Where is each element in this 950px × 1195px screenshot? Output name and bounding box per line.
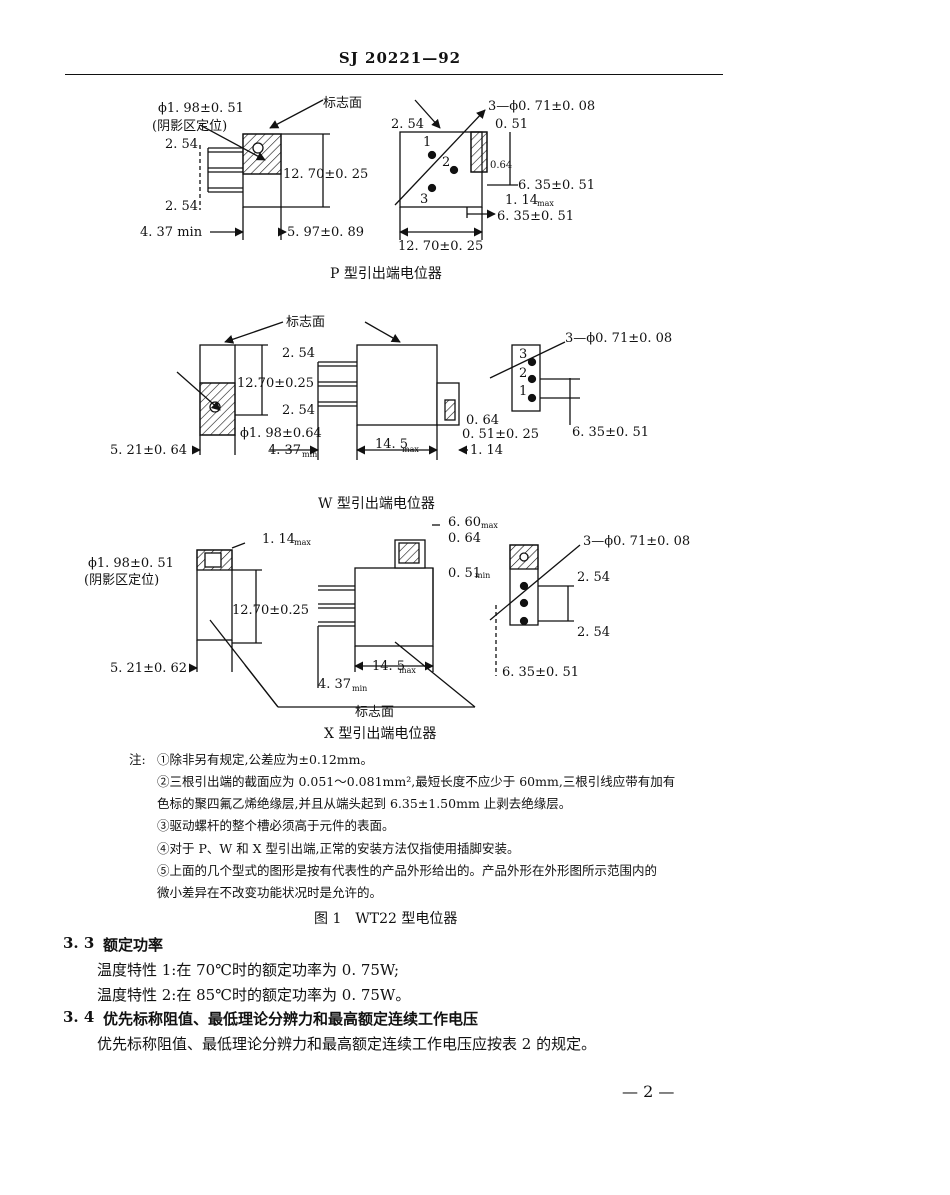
p-max-sub: max: [537, 199, 554, 208]
p-dim-1270b: 12. 70±0. 25: [398, 239, 483, 254]
note-line-5: ④对于 P、W 和 X 型引出端,正常的安装方法仅指使用插脚安装。: [157, 841, 520, 856]
w-dim-437: 4. 37: [268, 443, 301, 458]
x-dim-660: 6. 60: [448, 515, 481, 530]
p-type-title: P 型引出端电位器: [330, 266, 442, 282]
note-line-3: 色标的聚四氟乙烯绝缘层,并且从端头起到 6.35±1.50mm 止剥去绝缘层。: [157, 796, 572, 811]
wt22-outline-drawing: 标志面 ϕ1. 98±0. 51 (阴影区定位) 2. 54 2. 54 12.…: [84, 96, 690, 742]
x-type-drawing: [188, 524, 581, 708]
w-holes: 3—ϕ0. 71±0. 08: [565, 331, 672, 346]
p-dim-1270: 12. 70±0. 25: [283, 167, 368, 182]
p-dim-254-top: 2. 54: [165, 137, 198, 152]
w-dim-064: 0. 64: [466, 413, 499, 428]
x-phi-label: ϕ1. 98±0. 51: [88, 556, 174, 571]
note-line-4: ③驱动螺杆的整个槽必须高于元件的表面。: [157, 818, 395, 833]
p-dim-254-r: 2. 54: [391, 117, 424, 132]
p-dim-051: 0. 51: [495, 117, 528, 132]
w-dim-254-top: 2. 54: [282, 346, 315, 361]
w-phi-label: ϕ1. 98±0.64: [240, 426, 322, 441]
x-660-max-sub: max: [481, 521, 498, 530]
x-dim-1270: 12.70±0.25: [232, 603, 309, 618]
p-dim-597: 5. 97±0. 89: [287, 225, 364, 240]
note-line-7: 微小差异在不改变功能状况时是允许的。: [157, 885, 383, 900]
x-phi-note: (阴影区定位): [84, 573, 159, 588]
w-pin-2: 2: [519, 366, 527, 381]
p-dim-114: 1. 14: [505, 193, 538, 208]
p-phi-note: (阴影区定位): [152, 119, 227, 134]
w-type-labels: 标志面 2. 54 12.70±0.25 2. 54 ϕ1. 98±0.64 5…: [110, 315, 672, 512]
p-mark-face-label: 标志面: [323, 96, 362, 111]
x-dim-521: 5. 21±0. 62: [110, 661, 187, 676]
w-min-sub: min: [302, 450, 317, 459]
x-dim-635: 6. 35±0. 51: [502, 665, 579, 680]
x-min-sub: min: [475, 571, 490, 580]
x-dim-254-bot: 2. 54: [577, 625, 610, 640]
w-dim-254-bot: 2. 54: [282, 403, 315, 418]
w-dim-114: 1. 14: [470, 443, 503, 458]
p-dim-635a: 6. 35±0. 51: [518, 178, 595, 193]
p-pin-1: 1: [423, 135, 431, 150]
p-dim-437: 4. 37 min: [140, 225, 203, 240]
x-max-sub: max: [294, 538, 311, 547]
w-dim-521: 5. 21±0. 64: [110, 443, 187, 458]
x-type-labels: ϕ1. 98±0. 51 (阴影区定位) 1. 14 max 12.70±0.2…: [84, 515, 690, 742]
x-dim-064: 0. 64: [448, 531, 481, 546]
note-line-1: ①除非另有规定,公差应为±0.12mm。: [157, 752, 373, 767]
section-3-3-line-2: 温度特性 2:在 85℃时的额定功率为 0. 75W。: [97, 986, 411, 1004]
w-pin-1: 1: [519, 384, 527, 399]
w-type-drawing: [176, 321, 580, 460]
x-dim-114: 1. 14: [262, 532, 295, 547]
p-pin-2: 2: [442, 155, 450, 170]
x-dim-437: 4. 37: [318, 677, 351, 692]
figure-caption: 图 1 WT22 型电位器: [314, 911, 458, 927]
x-mark-face-label: 标志面: [355, 705, 394, 720]
page-number: — 2 —: [622, 1082, 675, 1101]
p-type-drawing: [199, 99, 518, 240]
section-3-3-number: 3. 3: [63, 934, 95, 952]
section-3-4-line-1: 优先标称阻值、最低理论分辨力和最高额定连续工作电压应按表 2 的规定。: [97, 1035, 597, 1053]
p-phi-label: ϕ1. 98±0. 51: [158, 101, 244, 116]
w-dim-051: 0. 51±0. 25: [462, 427, 539, 442]
w-dim-1270: 12.70±0.25: [237, 376, 314, 391]
x-dim-254-top: 2. 54: [577, 570, 610, 585]
note-line-6: ⑤上面的几个型式的图形是按有代表性的产品外形给出的。产品外形在外形图所示范围内的: [157, 863, 658, 878]
p-dim-635b: 6. 35±0. 51: [497, 209, 574, 224]
x-type-title: X 型引出端电位器: [324, 726, 436, 742]
x-437-min-sub: min: [352, 684, 367, 693]
x-holes: 3—ϕ0. 71±0. 08: [583, 534, 690, 549]
section-3-4-title: 优先标称阻值、最低理论分辨力和最高额定连续工作电压: [103, 1010, 479, 1028]
notes-marker: 注:: [129, 752, 146, 767]
w-dim-145: 14. 5: [375, 437, 408, 452]
note-line-2: ②三根引出端的截面应为 0.051～0.081mm²,最短长度不应少于 60mm…: [157, 774, 676, 789]
w-max-sub: max: [402, 445, 419, 454]
section-3-3-line-1: 温度特性 1:在 70℃时的额定功率为 0. 75W;: [97, 961, 400, 979]
section-3-3-title: 额定功率: [103, 936, 164, 954]
p-pin-3: 3: [420, 192, 428, 207]
x-145-max-sub: max: [399, 666, 416, 675]
p-dim-254-bot: 2. 54: [165, 199, 198, 214]
w-mark-face-label: 标志面: [286, 315, 325, 330]
p-holes: 3—ϕ0. 71±0. 08: [488, 99, 595, 114]
document-number: SJ 20221—92: [338, 49, 462, 67]
w-pin-3: 3: [519, 347, 527, 362]
x-dim-051: 0. 51: [448, 566, 481, 581]
w-type-title: W 型引出端电位器: [318, 496, 435, 512]
p-dim-064: 0.64: [490, 160, 512, 171]
x-dim-145: 14. 5: [372, 659, 405, 674]
section-3-4-number: 3. 4: [63, 1008, 95, 1026]
p-type-labels: 标志面 ϕ1. 98±0. 51 (阴影区定位) 2. 54 2. 54 12.…: [140, 96, 595, 282]
w-dim-635: 6. 35±0. 51: [572, 425, 649, 440]
header-rule: [65, 74, 723, 75]
